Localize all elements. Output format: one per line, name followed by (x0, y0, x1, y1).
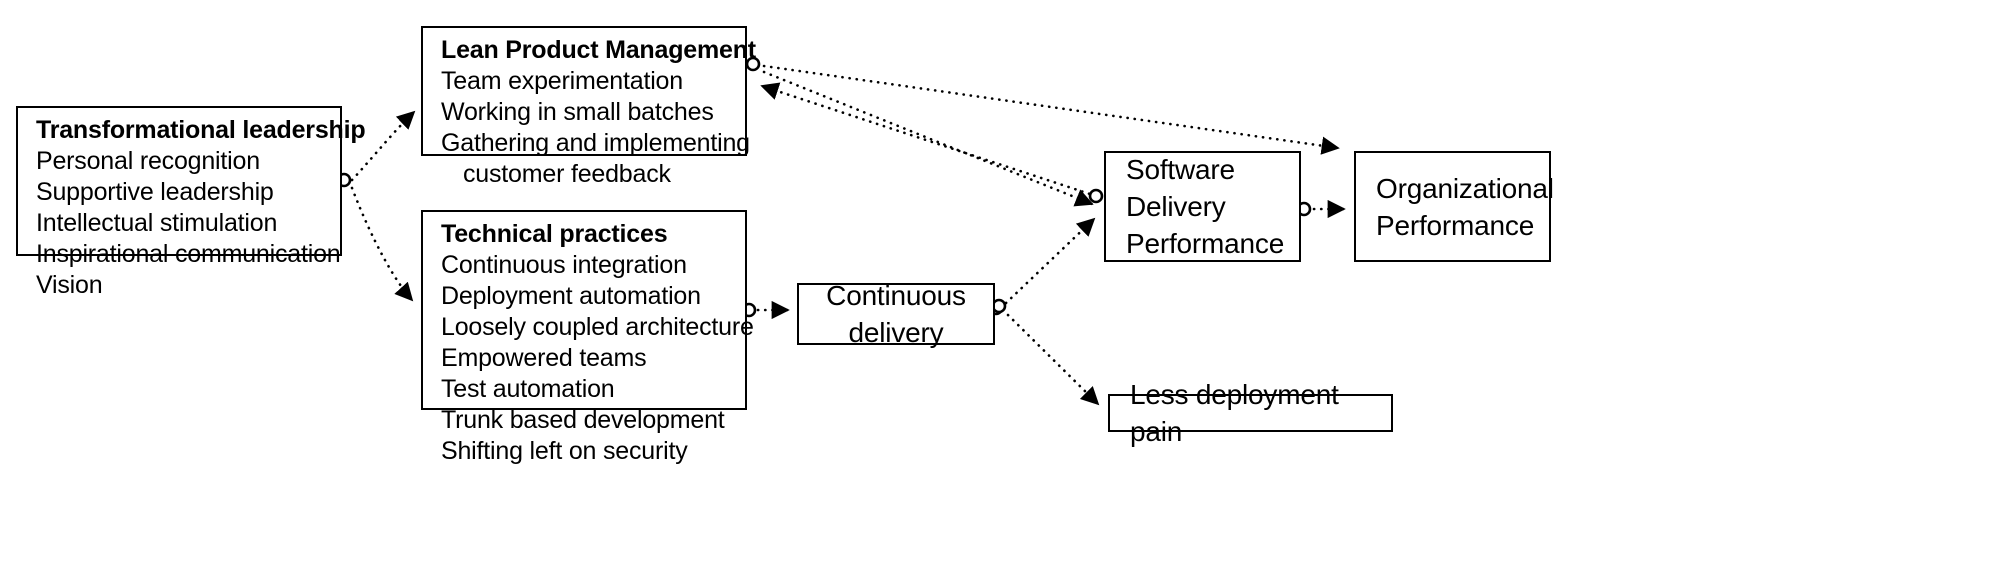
node-item: Team experimentation (441, 67, 683, 95)
edge-lean-to-organizational (762, 64, 1340, 155)
node-item: Gathering and implementing (441, 129, 750, 157)
edge-continuous-delivery-to-software-delivery (1004, 217, 1096, 305)
edge-leadership-to-technical (350, 186, 414, 302)
node-label-line: Delivery (1126, 191, 1226, 222)
node-label-line: Performance (1376, 209, 1535, 241)
node-item: Deployment automation (441, 282, 701, 310)
node-item: Intellectual stimulation (36, 209, 278, 237)
node-less-deployment-pain[interactable]: Less deployment pain (1108, 379, 1393, 447)
node-item: Empowered teams (441, 344, 647, 372)
node-organizational-performance[interactable]: Organizational Performance (1354, 151, 1554, 262)
node-item: Inspirational communication (36, 240, 341, 268)
node-item: customer feedback (463, 160, 671, 188)
node-label: Less deployment pain (1110, 376, 1391, 450)
edge-continuous-delivery-to-less-pain (1006, 313, 1100, 406)
node-item: Test automation (441, 375, 615, 403)
node-software-delivery-performance[interactable]: Software Delivery Performance (1104, 151, 1301, 262)
node-lean-product-management[interactable]: Lean Product Management Team experimenta… (421, 26, 756, 188)
node-heading: Transformational leadership (36, 116, 366, 144)
node-label-line: Organizational (1376, 172, 1554, 204)
edge-software-delivery-to-lean (760, 82, 1098, 198)
node-transformational-leadership[interactable]: Transformational leadership Personal rec… (16, 106, 366, 299)
node-label-line: Software (1126, 154, 1235, 185)
node-item: Working in small batches (441, 98, 714, 126)
node-label: Organizational Performance (1356, 170, 1554, 244)
edge-lean-to-software-delivery (762, 70, 1094, 207)
node-item: Supportive leadership (36, 178, 274, 206)
node-label: Continuous delivery (799, 277, 993, 351)
node-label-line: delivery (848, 317, 944, 348)
node-heading: Lean Product Management (441, 36, 756, 64)
connector-software-delivery-left (1088, 188, 1104, 204)
node-item: Personal recognition (36, 147, 260, 175)
node-label: Software Delivery Performance (1106, 151, 1284, 262)
node-heading: Technical practices (441, 220, 668, 248)
node-continuous-delivery[interactable]: Continuous delivery (797, 280, 995, 348)
node-label-line: Performance (1126, 228, 1285, 259)
node-label-line: Less deployment pain (1130, 379, 1339, 447)
node-item: Vision (36, 271, 103, 299)
node-item: Continuous integration (441, 251, 687, 279)
node-item: Trunk based development (441, 406, 725, 434)
node-item: Shifting left on security (441, 437, 688, 465)
node-item: Loosely coupled architecture (441, 313, 754, 341)
node-technical-practices[interactable]: Technical practices Continuous integrati… (421, 210, 754, 465)
node-label-line: Continuous (826, 280, 966, 311)
